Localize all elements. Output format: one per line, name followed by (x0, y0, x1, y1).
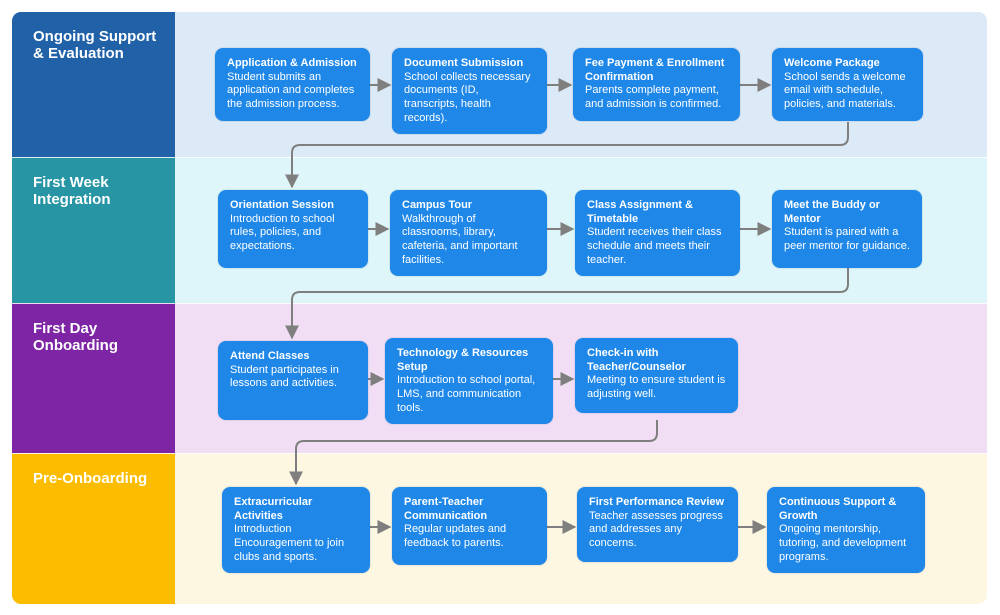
node-title: Attend Classes (230, 350, 310, 362)
node-description: School collects necessary documents (ID,… (404, 70, 531, 124)
node-title: Class Assignment & Timetable (587, 199, 693, 225)
node-title: Check-in with Teacher/Counselor (587, 347, 686, 373)
node-description: Introduction to school portal, LMS, and … (397, 374, 536, 414)
node-description: Introduction Encouragement to join clubs… (234, 523, 345, 563)
node-title: Campus Tour (402, 199, 473, 211)
node-description: Meeting to ensure student is adjusting w… (587, 374, 726, 400)
lane-header-first-day-onboarding[interactable]: First Day Onboarding (12, 303, 175, 453)
node-orientation-session[interactable]: Orientation Session Introduction to scho… (218, 190, 368, 268)
node-description: Student submits an application and compl… (227, 70, 355, 110)
lane-label: First Week Integration (33, 174, 111, 209)
node-title: Technology & Resources Setup (397, 347, 529, 373)
node-fee-payment-enrollment[interactable]: Fee Payment & Enrollment Confirmation Pa… (573, 48, 740, 121)
node-title: First Performance Review (589, 496, 725, 508)
node-extracurricular-activities[interactable]: Extracurricular Activities Introduction … (222, 487, 370, 574)
node-description: Walkthrough of classrooms, library, cafe… (402, 212, 518, 266)
node-description: School sends a welcome email with schedu… (784, 70, 906, 110)
node-title: Continuous Support & Growth (779, 496, 897, 522)
node-campus-tour[interactable]: Campus Tour Walkthrough of classrooms, l… (390, 190, 547, 277)
node-welcome-package[interactable]: Welcome Package School sends a welcome e… (772, 48, 923, 121)
node-description: Student receives their class schedule an… (587, 226, 722, 266)
node-title: Orientation Session (230, 199, 334, 211)
lane-label: Ongoing Support & Evaluation (33, 28, 157, 63)
node-description: Parents complete payment, and admission … (585, 84, 722, 110)
node-checkin-teacher-counselor[interactable]: Check-in with Teacher/Counselor Meeting … (575, 338, 738, 413)
node-title: Application & Admission (227, 57, 357, 69)
node-continuous-support-growth[interactable]: Continuous Support & Growth Ongoing ment… (767, 487, 925, 574)
node-description: Student participates in lessons and acti… (230, 363, 339, 390)
node-title: Welcome Package (784, 57, 880, 69)
node-title: Parent-Teacher Communication (404, 496, 488, 522)
lane-header-ongoing-support[interactable]: Ongoing Support & Evaluation (12, 12, 175, 157)
node-title: Extracurricular Activities (234, 496, 313, 522)
node-title: Document Submission (404, 57, 524, 69)
node-description: Introduction to school rules, policies, … (230, 212, 335, 252)
node-title: Meet the Buddy or Mentor (784, 199, 880, 225)
lane-header-first-week-integration[interactable]: First Week Integration (12, 157, 175, 303)
node-document-submission[interactable]: Document Submission School collects nece… (392, 48, 547, 135)
node-class-assignment-timetable[interactable]: Class Assignment & Timetable Student rec… (575, 190, 740, 277)
node-attend-classes[interactable]: Attend Classes Student participates in l… (218, 341, 368, 420)
lane-label: Pre-Onboarding (33, 470, 148, 487)
node-title: Fee Payment & Enrollment Confirmation (585, 57, 725, 83)
node-parent-teacher-communication[interactable]: Parent-Teacher Communication Regular upd… (392, 487, 547, 565)
node-meet-buddy-mentor[interactable]: Meet the Buddy or Mentor Student is pair… (772, 190, 922, 268)
lane-label: First Day Onboarding (33, 320, 118, 355)
node-description: Student is paired with a peer mentor for… (784, 226, 910, 252)
node-description: Ongoing mentorship, tutoring, and develo… (779, 523, 907, 563)
node-technology-resources-setup[interactable]: Technology & Resources Setup Introductio… (385, 338, 553, 425)
lane-header-pre-onboarding[interactable]: Pre-Onboarding (12, 453, 175, 604)
node-application-admission[interactable]: Application & Admission Student submits … (215, 48, 370, 121)
node-description: Regular updates and feedback to parents. (404, 523, 507, 549)
node-description: Teacher assesses progress and addresses … (589, 509, 723, 549)
node-first-performance-review[interactable]: First Performance Review Teacher assesse… (577, 487, 738, 562)
